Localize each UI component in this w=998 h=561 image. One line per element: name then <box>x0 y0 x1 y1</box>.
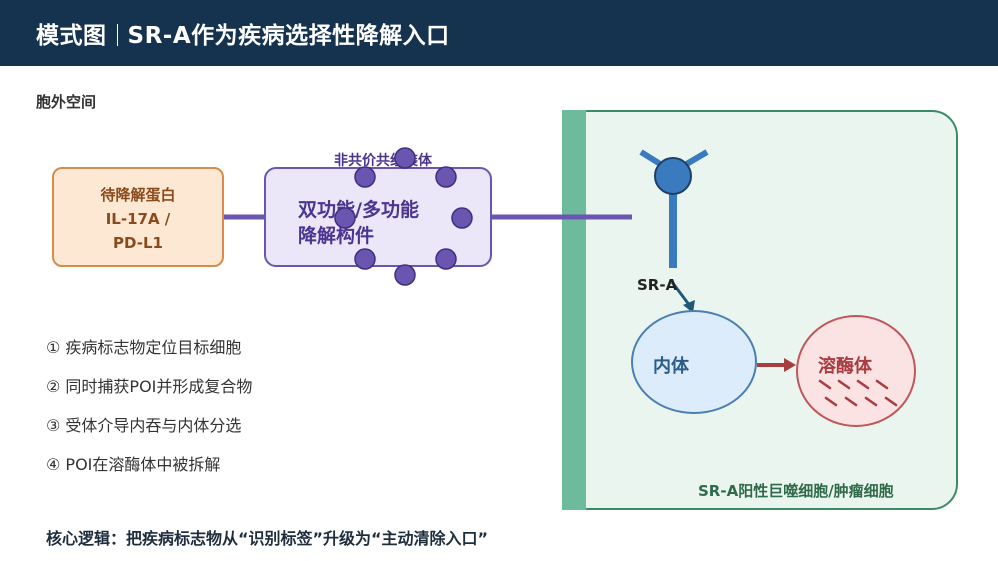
header-bar: 模式图 SR-A作为疾病选择性降解入口 <box>0 0 998 66</box>
degrader-line1: 双功能/多功能 <box>298 199 419 221</box>
cell-type-label: SR-A阳性巨噬细胞/肿瘤细胞 <box>698 482 894 500</box>
nanoparticle-dot <box>451 207 473 229</box>
nanoparticle-dot <box>394 147 416 169</box>
title-text: SR-A作为疾病选择性降解入口 <box>127 23 450 49</box>
fragment-mark <box>837 379 851 390</box>
fragment-mark <box>844 396 858 407</box>
fragment-mark <box>856 379 870 390</box>
receptor-label: SR-A <box>637 276 678 294</box>
nanoparticle-dot <box>394 264 416 286</box>
step-item: ③ 受体介导内吞与内体分选 <box>46 416 242 435</box>
core-logic: 核心逻辑：把疾病标志物从“识别标签”升级为“主动清除入口” <box>46 529 489 548</box>
cell-body <box>562 110 958 510</box>
step-item: ② 同时捕获POI并形成复合物 <box>46 377 253 396</box>
fragment-mark <box>884 396 898 407</box>
fragment-mark <box>818 379 832 390</box>
trafficking-arrowhead <box>784 358 796 372</box>
fragment-mark <box>824 396 838 407</box>
internalization-arrow <box>670 281 692 307</box>
nanoparticle-dot <box>435 166 457 188</box>
internalization-arrowhead <box>683 300 695 313</box>
nanoparticle-dot <box>334 207 356 229</box>
target-protein-box: 待降解蛋白 IL-17A / PD-L1 <box>52 167 224 267</box>
lysosome-label: 溶酶体 <box>818 356 872 377</box>
target-protein-line2: IL-17A / <box>105 210 171 228</box>
step-item: ④ POI在溶酶体中被拆解 <box>46 455 221 474</box>
cell-membrane <box>562 110 586 510</box>
degrader-line2: 降解构件 <box>298 225 375 247</box>
degrader-label: 双功能/多功能 降解构件 <box>298 197 458 249</box>
endosome <box>631 310 757 414</box>
nanoparticle-dot <box>354 248 376 270</box>
title-separator <box>116 24 118 46</box>
fragment-mark <box>864 396 878 407</box>
target-protein-line1: 待降解蛋白 <box>100 186 176 204</box>
fragment-mark <box>875 379 889 390</box>
extracellular-label: 胞外空间 <box>36 93 97 111</box>
page-title: 模式图 SR-A作为疾病选择性降解入口 <box>36 16 450 50</box>
target-protein-line3: PD-L1 <box>113 234 163 252</box>
step-list: ① 疾病标志物定位目标细胞 ② 同时捕获POI并形成复合物 ③ 受体介导内吞与内… <box>46 328 252 484</box>
title-prefix: 模式图 <box>36 23 107 49</box>
lysosome <box>796 315 916 427</box>
nanoparticle-dot <box>435 248 457 270</box>
endosome-label: 内体 <box>653 356 689 377</box>
receptor-head <box>654 157 692 195</box>
nanoparticle-dot <box>354 166 376 188</box>
step-item: ① 疾病标志物定位目标细胞 <box>46 338 242 357</box>
